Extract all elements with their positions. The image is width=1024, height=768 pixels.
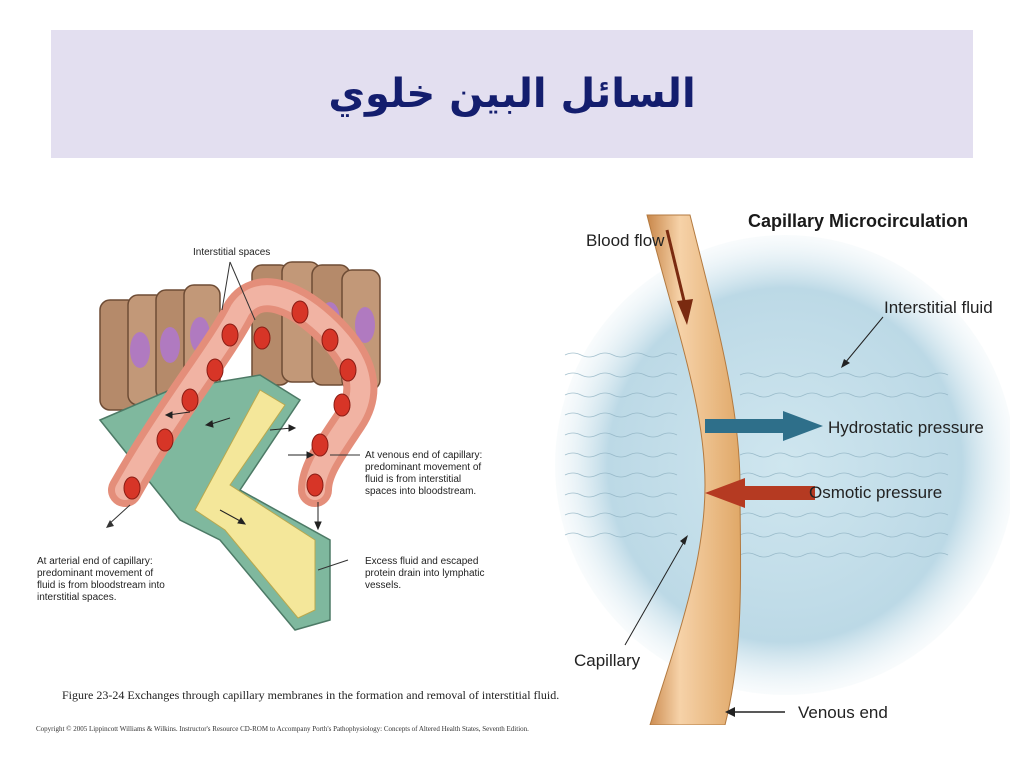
flow-arrows	[164, 411, 322, 531]
label-venous-end: Venous end	[798, 703, 888, 722]
slide-title: السائل البين خلوي	[328, 71, 696, 117]
lymphatic-lumen	[194, 389, 316, 619]
title-band: السائل البين خلوي	[51, 30, 973, 158]
capillary-vessel	[646, 214, 742, 725]
interstitial-fluid-region	[555, 235, 1010, 695]
capillary-microcirculation-diagram	[555, 214, 1010, 725]
osmotic-arrow	[705, 478, 745, 508]
red-blood-cells	[123, 300, 357, 500]
fluid-wave-lines	[564, 352, 949, 558]
label-osmotic-pressure: Osmotic pressure	[809, 483, 943, 502]
label-venous-end-movement: At venous end of capillary: predominant …	[365, 450, 483, 497]
label-blood-flow: Blood flow	[586, 231, 665, 250]
blood-flow-arrowhead	[677, 299, 693, 325]
label-excess-fluid-drain: Excess fluid and escaped protein drain i…	[365, 556, 485, 591]
diagram-title: Capillary Microcirculation	[748, 211, 969, 231]
figure-caption: Figure 23-24 Exchanges through capillary…	[62, 688, 560, 702]
copyright-notice: Copyright © 2005 Lippincott Williams & W…	[36, 725, 529, 733]
label-arterial-end-movement: At arterial end of capillary: predominan…	[37, 556, 165, 603]
label-hydrostatic-pressure: Hydrostatic pressure	[828, 418, 984, 437]
capillary-exchange-illustration	[98, 261, 381, 631]
hydrostatic-arrow	[783, 411, 823, 441]
venous-end-arrow	[725, 707, 735, 717]
label-interstitial-spaces: Interstitial spaces	[193, 247, 271, 258]
label-interstitial-fluid: Interstitial fluid	[884, 298, 993, 317]
label-capillary: Capillary	[574, 651, 641, 670]
